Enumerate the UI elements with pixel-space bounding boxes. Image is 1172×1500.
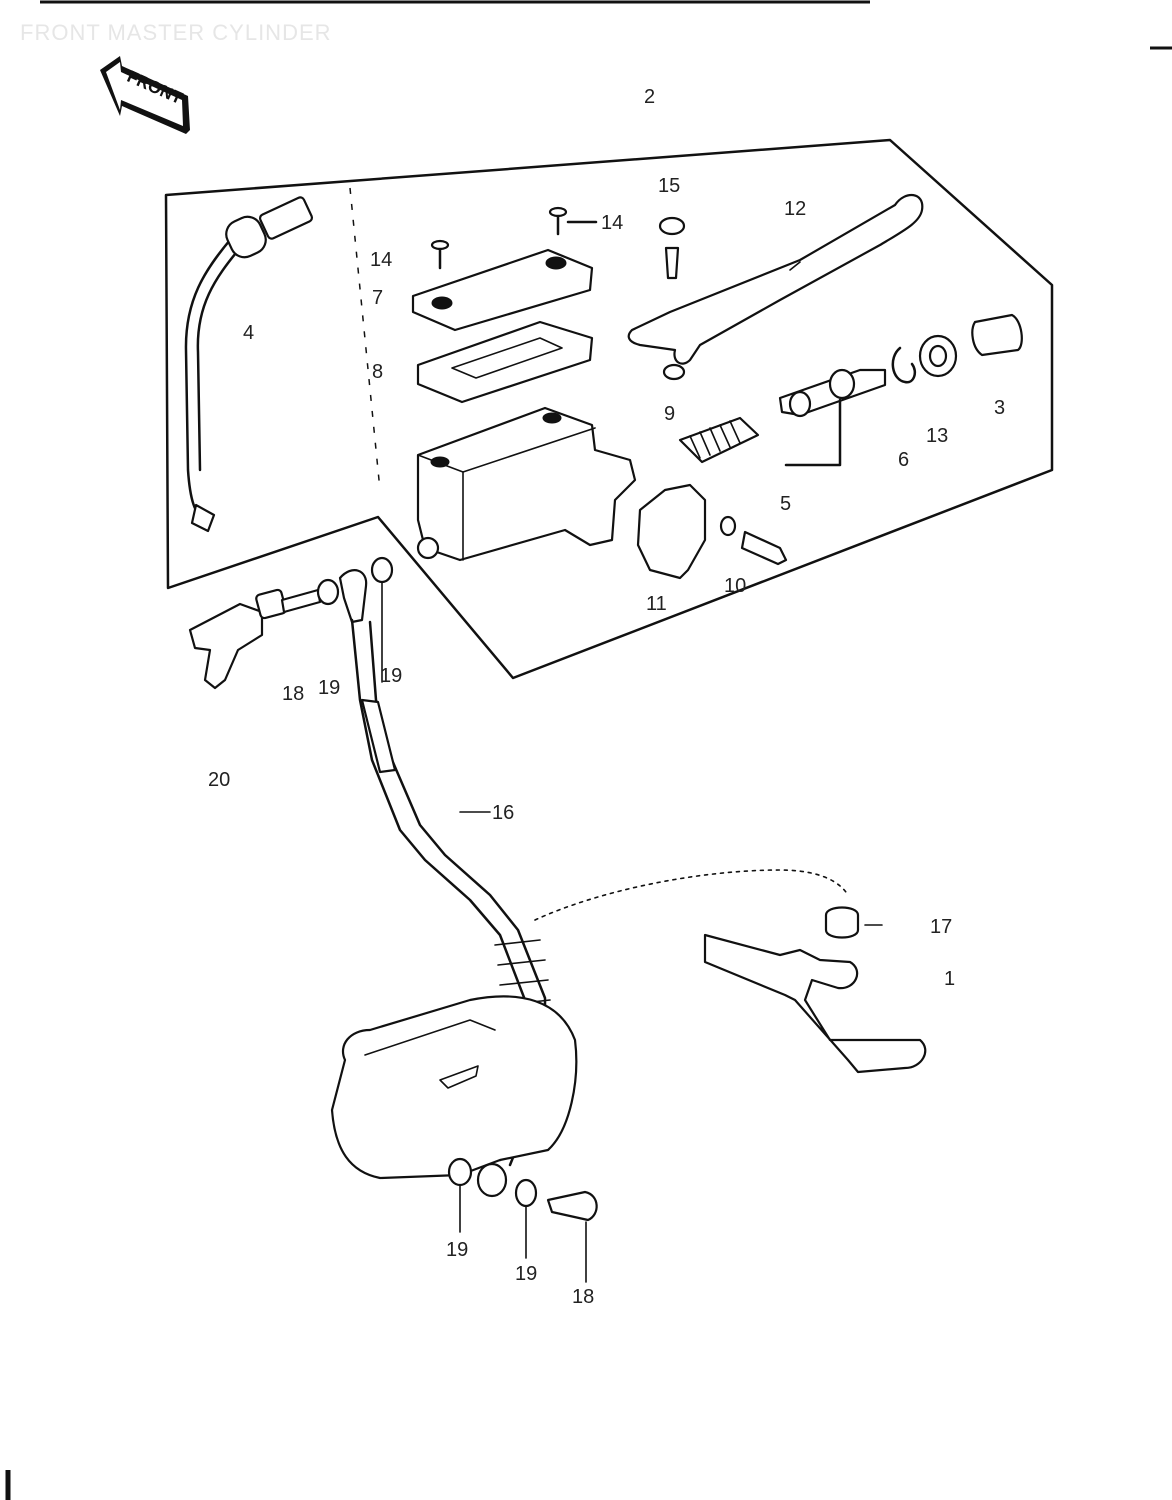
hose-bracket <box>703 933 927 1074</box>
callout-19-upper-left: 19 <box>318 677 340 699</box>
lower-banjo-assembly <box>447 1157 598 1283</box>
upper-banjo-assembly <box>188 556 394 690</box>
page-title: FRONT MASTER CYLINDER <box>20 20 332 45</box>
callout-11: 11 <box>646 593 667 615</box>
brake-caliper <box>330 995 578 1180</box>
mounting-bolt <box>719 515 788 566</box>
callout-18-upper: 18 <box>282 683 304 705</box>
dust-seal <box>918 334 958 378</box>
callout-2: 2 <box>644 86 655 108</box>
circlip <box>891 346 917 384</box>
callout-8: 8 <box>372 361 383 383</box>
master-cylinder-body <box>416 406 637 562</box>
hose-guide <box>534 869 883 939</box>
callout-18-lower: 18 <box>572 1286 594 1308</box>
callout-1: 1 <box>944 968 955 990</box>
callout-5: 5 <box>780 493 791 515</box>
switch-cover <box>636 483 707 580</box>
assembly-outline <box>164 138 1054 680</box>
boot <box>971 313 1023 357</box>
callout-17: 17 <box>930 916 952 938</box>
callout-14-right: 14 <box>601 212 623 234</box>
callout-9: 9 <box>664 403 675 425</box>
callout-3: 3 <box>994 397 1005 419</box>
callout-19-lower-right: 19 <box>515 1263 537 1285</box>
brake-lever <box>627 194 924 365</box>
reservoir-cap <box>411 248 594 332</box>
callout-4: 4 <box>243 322 254 344</box>
callout-14-left: 14 <box>370 249 392 271</box>
callout-12: 12 <box>784 198 806 220</box>
callout-19-lower-left: 19 <box>446 1239 468 1261</box>
callout-7: 7 <box>372 287 383 309</box>
cap-screw-left <box>430 239 450 270</box>
pivot-bolt <box>658 216 686 381</box>
assembly-divider <box>349 187 381 491</box>
callout-10: 10 <box>724 575 746 597</box>
callout-16: 16 <box>492 802 514 824</box>
callout-19-upper-right: 19 <box>380 665 402 687</box>
callout-15: 15 <box>658 175 680 197</box>
brake-light-switch <box>184 196 314 533</box>
front-arrow-icon: FRONT <box>100 56 190 134</box>
callout-6: 6 <box>898 449 909 471</box>
cap-screw-right <box>548 206 598 236</box>
callout-labels: 2 15 12 14 14 7 4 8 9 3 13 6 5 11 10 18 … <box>208 86 1005 1308</box>
diaphragm-plate <box>416 320 594 404</box>
return-spring <box>678 416 760 464</box>
callout-13: 13 <box>926 425 948 447</box>
callout-20: 20 <box>208 769 230 791</box>
piston-assembly <box>778 368 887 467</box>
